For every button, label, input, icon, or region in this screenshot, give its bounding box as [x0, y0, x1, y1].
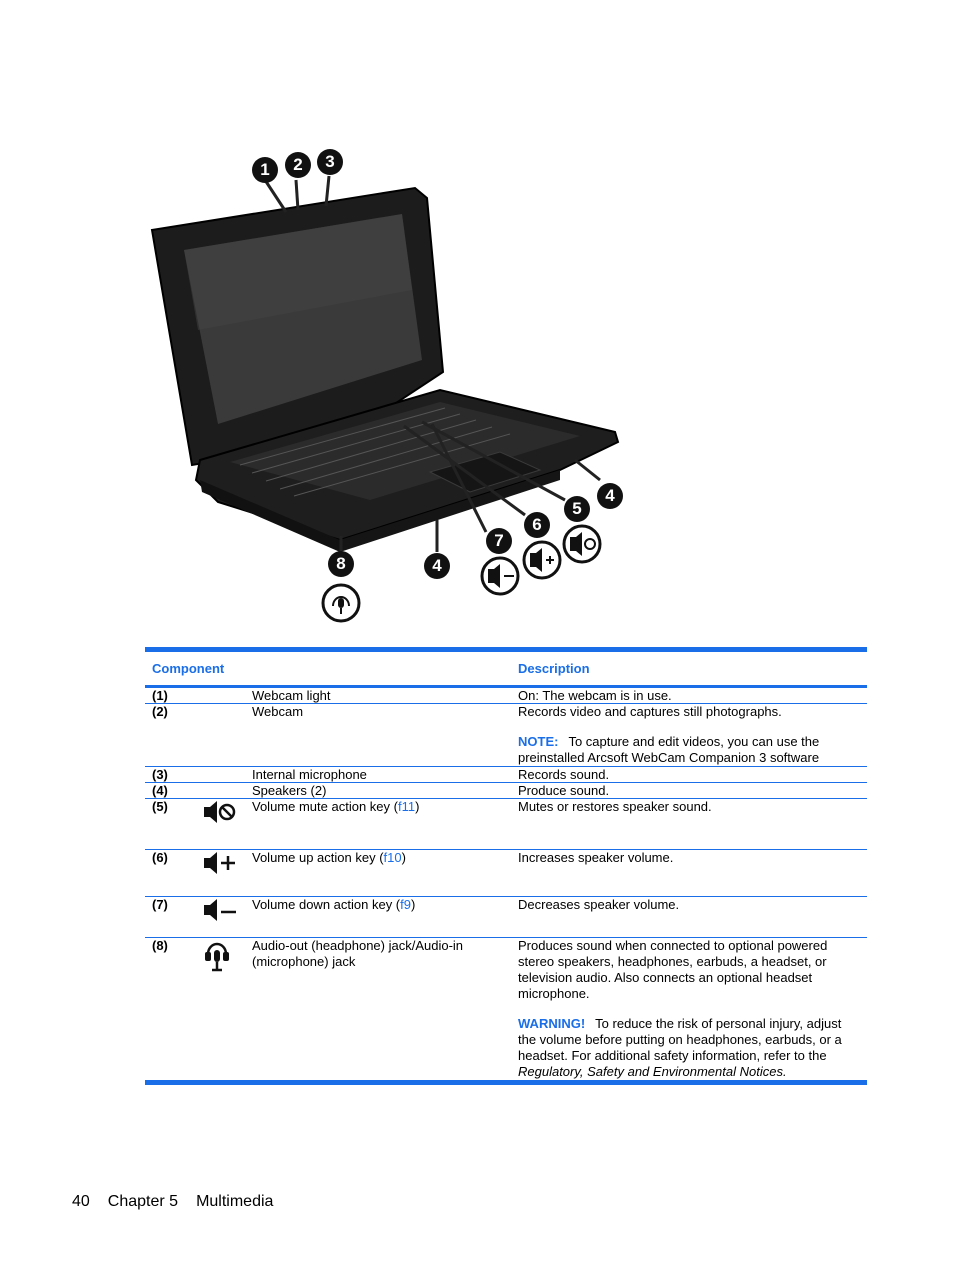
warning-reference: Regulatory, Safety and Environmental Not… — [518, 1064, 787, 1079]
row-number: (6) — [152, 850, 168, 865]
component-name: Volume up action key (f10) — [252, 850, 406, 865]
callout-6: 6 — [524, 512, 550, 538]
volume-mute-icon — [204, 801, 236, 823]
table-row: (4) Speakers (2) Produce sound. — [145, 783, 867, 799]
key-label: f9 — [400, 897, 411, 912]
table-row: (5) Volume mute action key (f11) Mutes o… — [145, 799, 867, 850]
component-name: Audio-out (headphone) jack/Audio-in (mic… — [252, 938, 464, 969]
component-name: Webcam light — [252, 688, 331, 703]
laptop-figure: 1 2 3 4 5 6 7 8 4 — [140, 140, 640, 630]
component-description: Mutes or restores speaker sound. — [518, 799, 712, 814]
note-block: NOTE:To capture and edit videos, you can… — [518, 734, 861, 766]
row-number: (8) — [152, 938, 168, 953]
volume-down-icon — [204, 899, 236, 921]
volume-up-icon — [204, 852, 235, 874]
header-component: Component — [152, 661, 225, 676]
row-number: (5) — [152, 799, 168, 814]
laptop-illustration — [150, 175, 620, 623]
headset-icon — [205, 942, 229, 972]
component-description: Produces sound when connected to optiona… — [518, 938, 828, 1001]
table-header-row: Component Description — [145, 649, 867, 687]
component-name: Internal microphone — [252, 767, 367, 782]
table-row: (3) Internal microphone Records sound. — [145, 767, 867, 783]
warning-block: WARNING!To reduce the risk of personal i… — [518, 1016, 861, 1080]
callout-4-right: 4 — [597, 483, 623, 509]
component-name: Volume down action key (f9) — [252, 897, 416, 912]
callout-3: 3 — [317, 149, 343, 175]
row-number: (4) — [152, 783, 168, 798]
chapter-title: Multimedia — [196, 1193, 274, 1210]
key-label: f11 — [397, 799, 416, 814]
callout-5: 5 — [564, 496, 590, 522]
callout-1: 1 — [252, 157, 278, 183]
component-description: Increases speaker volume. — [518, 850, 674, 865]
note-label: NOTE: — [518, 734, 559, 749]
table-row: (8) Audio-out (headphone) jack/Audio-in … — [145, 938, 867, 1083]
component-description: On: The webcam is in use. — [518, 688, 672, 703]
page-number: 40 — [72, 1193, 90, 1210]
component-description: Records sound. — [518, 767, 610, 782]
header-description: Description — [518, 661, 590, 676]
table-row: (7) Volume down action key (f9) Decrease… — [145, 897, 867, 938]
component-name: Webcam — [252, 704, 304, 719]
component-name: Volume mute action key (f11) — [252, 799, 420, 814]
headset-callout-icon — [321, 583, 361, 623]
row-number: (1) — [152, 688, 168, 703]
volume-mute-callout-icon — [562, 524, 602, 564]
table-row: (2) Webcam Records video and captures st… — [145, 704, 867, 767]
component-description: Records video and captures still photogr… — [518, 704, 782, 719]
component-description: Produce sound. — [518, 783, 610, 798]
component-description: Decreases speaker volume. — [518, 897, 680, 912]
table-row: (6) Volume up action key (f10) Increases… — [145, 850, 867, 897]
volume-up-callout-icon — [522, 540, 562, 580]
callout-4-bottom: 4 — [424, 553, 450, 579]
chapter-label: Chapter 5 — [107, 1193, 179, 1210]
row-number: (3) — [152, 767, 168, 782]
volume-down-callout-icon — [480, 556, 520, 596]
table-row: (1) Webcam light On: The webcam is in us… — [145, 687, 867, 704]
warning-text: To reduce the risk of personal injury, a… — [518, 1016, 842, 1063]
row-number: (7) — [152, 897, 168, 912]
key-label: f10 — [383, 850, 402, 865]
callout-7: 7 — [486, 528, 512, 554]
component-table: Component Description (1) Webcam light O… — [145, 647, 867, 1085]
component-name: Speakers (2) — [252, 783, 327, 798]
callout-8: 8 — [328, 551, 354, 577]
warning-label: WARNING! — [518, 1016, 586, 1031]
callout-2: 2 — [285, 152, 311, 178]
page-footer: 40 Chapter 5 Multimedia — [72, 1193, 291, 1211]
note-text: To capture and edit videos, you can use … — [518, 734, 820, 765]
row-number: (2) — [152, 704, 168, 719]
